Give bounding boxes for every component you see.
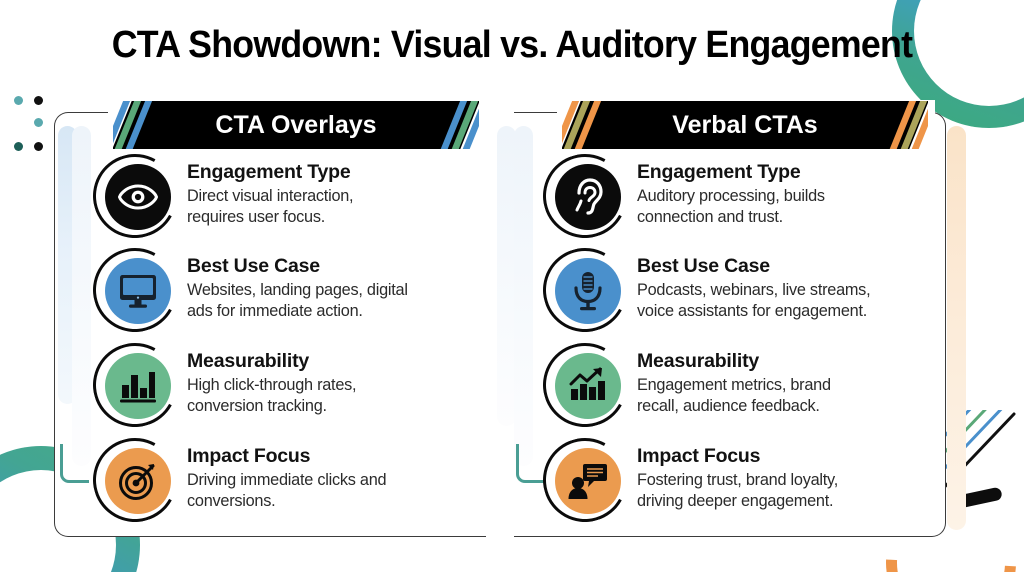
person-speech-glyph — [568, 464, 607, 499]
list-item-desc: Direct visual interaction, requires user… — [187, 187, 354, 226]
icon-microphone-wrap — [533, 238, 637, 342]
list-item-title: Impact Focus — [637, 445, 761, 467]
list-item-title: Measurability — [637, 350, 760, 372]
list-item-title: Engagement Type — [637, 161, 801, 183]
ear-glyph — [575, 178, 603, 215]
list-item: Measurability High click-through rates, … — [83, 333, 499, 437]
accent-bar-left-inner — [72, 126, 91, 466]
dot-2-icon — [34, 96, 43, 105]
icon-bar-chart-wrap — [83, 333, 187, 437]
list-item-desc: Auditory processing, builds connection a… — [637, 187, 825, 226]
list-item-text: Engagement Type Auditory processing, bui… — [637, 158, 825, 228]
list-item-title: Measurability — [187, 350, 310, 372]
dot-4-icon — [14, 142, 23, 151]
list-item-desc: Websites, landing pages, digital ads for… — [187, 281, 408, 320]
icon-growth-chart-wrap — [533, 333, 637, 437]
icon-target-wrap — [83, 428, 187, 532]
growth-chart-icon — [555, 353, 621, 419]
list-item: Engagement Type Direct visual interactio… — [83, 144, 499, 248]
eye-glyph — [118, 184, 158, 210]
list-item-text: Engagement Type Direct visual interactio… — [187, 158, 354, 228]
microphone-glyph — [574, 272, 602, 311]
corner-accent-right — [516, 444, 545, 483]
accent-bar-mid-right — [514, 126, 533, 466]
list-item: Best Use Case Podcasts, webinars, live s… — [533, 238, 949, 342]
gradient-ring-top-right-icon — [892, 0, 1024, 128]
list-item: Impact Focus Fostering trust, brand loya… — [533, 428, 949, 532]
eye-icon — [105, 164, 171, 230]
list-item-title: Best Use Case — [637, 255, 770, 277]
icon-ear-wrap — [533, 144, 637, 248]
list-item: Best Use Case Websites, landing pages, d… — [83, 238, 499, 342]
list-item: Engagement Type Auditory processing, bui… — [533, 144, 949, 248]
list-item-title: Engagement Type — [187, 161, 351, 183]
target-icon — [105, 448, 171, 514]
corner-accent-left — [60, 444, 89, 483]
monitor-glyph — [120, 275, 156, 308]
header-banner-cta-overlays: CTA Overlays — [113, 101, 479, 149]
list-item-text: Measurability High click-through rates, … — [187, 347, 357, 417]
icon-eye-wrap — [83, 144, 187, 248]
dot-cluster-left — [14, 96, 48, 162]
ear-icon — [555, 164, 621, 230]
dot-5-icon — [34, 142, 43, 151]
accent-bar-mid-left — [497, 126, 516, 426]
bar-chart-glyph — [120, 372, 156, 403]
icon-person-speech-wrap — [533, 428, 637, 532]
header-label-cta-overlays: CTA Overlays — [215, 110, 377, 139]
list-item-text: Impact Focus Driving immediate clicks an… — [187, 442, 387, 512]
list-item-desc: High click-through rates, conversion tra… — [187, 376, 357, 415]
list-item-text: Measurability Engagement metrics, brand … — [637, 347, 831, 417]
header-label-verbal-ctas: Verbal CTAs — [672, 110, 818, 139]
accent-bar-right-cream — [947, 126, 966, 530]
list-item-desc: Driving immediate clicks and conversions… — [187, 471, 387, 510]
dot-3-icon — [34, 118, 43, 127]
list-item-desc: Fostering trust, brand loyalty, driving … — [637, 471, 838, 510]
header-banner-verbal-ctas: Verbal CTAs — [562, 101, 928, 149]
microphone-icon — [555, 258, 621, 324]
bar-chart-icon — [105, 353, 171, 419]
list-item-desc: Podcasts, webinars, live streams, voice … — [637, 281, 871, 320]
dot-1-icon — [14, 96, 23, 105]
list-item-text: Best Use Case Websites, landing pages, d… — [187, 252, 408, 322]
list-item-title: Best Use Case — [187, 255, 320, 277]
list-item-text: Impact Focus Fostering trust, brand loya… — [637, 442, 838, 512]
person-speech-bubble-icon — [555, 448, 621, 514]
page-title: CTA Showdown: Visual vs. Auditory Engage… — [111, 24, 913, 66]
growth-chart-glyph — [569, 367, 605, 400]
monitor-icon — [105, 258, 171, 324]
list-item: Measurability Engagement metrics, brand … — [533, 333, 949, 437]
target-glyph — [119, 464, 155, 500]
list-item-desc: Engagement metrics, brand recall, audien… — [637, 376, 831, 415]
list-item-text: Best Use Case Podcasts, webinars, live s… — [637, 252, 871, 322]
icon-monitor-wrap — [83, 238, 187, 342]
list-item-title: Impact Focus — [187, 445, 311, 467]
list-item: Impact Focus Driving immediate clicks an… — [83, 428, 499, 532]
